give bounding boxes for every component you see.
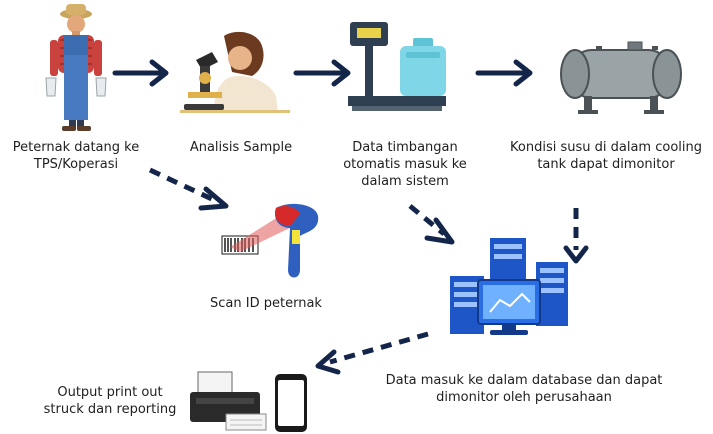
- label-database: Data masuk ke dalam database dan dapat d…: [385, 373, 663, 405]
- dashed-arrow-cooling-to-database: [563, 208, 589, 264]
- arrow-weighing-to-cooling: [475, 59, 533, 87]
- printer-icon: [190, 371, 267, 431]
- cooling-tank-icon: [560, 41, 682, 114]
- farmer-icon: [45, 4, 107, 131]
- dashed-arrow-weighing-to-database: [408, 204, 455, 245]
- label-scan: Scan ID peternak: [210, 296, 322, 311]
- label-cooling: Kondisi susu di dalam cooling tank dapat…: [510, 140, 702, 172]
- label-output: Output print out struck dan reporting: [43, 385, 177, 417]
- database-servers-icon: [450, 238, 568, 335]
- arrow-farmer-to-analysis: [112, 59, 169, 87]
- dashed-arrow-database-to-output: [315, 331, 429, 375]
- barcode-scanner-icon: [221, 203, 319, 278]
- dashed-arrow-farmer-to-scan: [148, 167, 229, 211]
- arrow-analysis-to-weighing: [293, 59, 351, 87]
- label-analysis: Analisis Sample: [189, 140, 293, 155]
- label-farmer: Peternak datang ke TPS/Koperasi: [12, 140, 140, 172]
- weighing-scale-icon: [348, 22, 446, 111]
- microscope-icon: [180, 31, 290, 113]
- label-weighing: Data timbangan otomatis masuk ke dalam s…: [343, 140, 467, 189]
- smartphone-icon: [275, 374, 307, 432]
